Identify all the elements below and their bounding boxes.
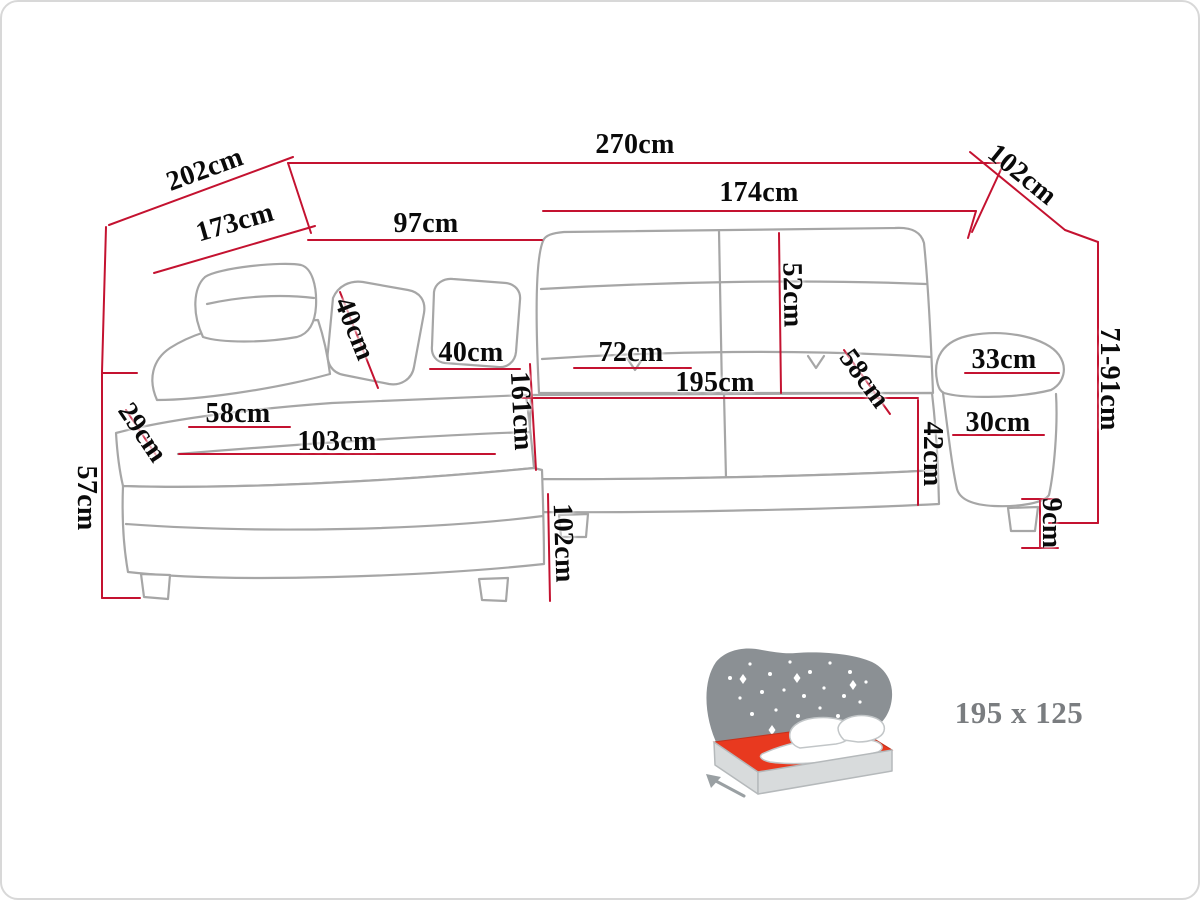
line-52	[778, 232, 782, 394]
dim-label-seat-height-42: 42cm	[917, 421, 948, 487]
line-40-left	[339, 291, 379, 389]
dimension-lines	[101, 151, 1099, 602]
dim-label-height-71-91: 71-91cm	[1094, 327, 1125, 431]
tuft-mark-2	[806, 354, 826, 370]
armrest-pad	[935, 332, 1065, 398]
chaise-headrest	[194, 262, 318, 343]
headrest-seam	[205, 294, 316, 306]
dim-label-back-right-174: 174cm	[719, 177, 799, 208]
sofa-outline	[114, 226, 1065, 603]
sofa-base	[528, 468, 941, 514]
leg-sofa-front	[557, 512, 590, 539]
dim-label-chaise-seat-58: 58cm	[205, 398, 271, 429]
chaise-base-seam	[124, 514, 545, 531]
line-270-ext-left	[287, 162, 312, 234]
backrest-center-seam	[717, 229, 724, 394]
dim-label-leg-height-9: 9cm	[1036, 497, 1067, 549]
dim-label-height-57: 57cm	[71, 465, 102, 531]
sofa-bed-icon	[706, 648, 894, 798]
dim-label-back-left-97: 97cm	[393, 208, 459, 239]
pillow-left	[326, 280, 426, 386]
dim-label-pillow-40-right: 40cm	[438, 337, 504, 368]
backrest-tuft-line	[540, 350, 933, 361]
seat-center-seam	[722, 392, 728, 480]
leg-front-left	[139, 572, 172, 601]
line-174-ext	[967, 210, 977, 239]
line-58-right	[843, 349, 891, 415]
line-102-front	[547, 493, 551, 602]
dim-label-armrest-30: 30cm	[965, 407, 1031, 438]
leg-front-mid	[477, 576, 510, 603]
dim-label-chaise-width-103: 103cm	[297, 426, 377, 457]
pillow-icon-right	[837, 714, 886, 743]
line-102	[969, 151, 1066, 231]
dim-label-seat-width-195: 195cm	[675, 367, 755, 398]
dim-label-backrest-height-52: 52cm	[776, 262, 809, 328]
dim-label-overall-width-270: 270cm	[595, 129, 675, 160]
sleeping-area-label: 195 x 125	[954, 695, 1084, 730]
dim-label-chaise-length-161: 161cm	[503, 370, 540, 452]
line-202-ext	[101, 226, 107, 373]
line-202	[108, 156, 294, 226]
bedding	[759, 714, 886, 765]
backrest-headrest-seam	[539, 280, 928, 291]
stars-icon	[728, 660, 868, 735]
chaise-base	[121, 466, 546, 580]
chaise-back-cushion	[151, 318, 332, 402]
dim-label-armrest-33: 33cm	[971, 344, 1037, 375]
dim-label-front-102: 102cm	[546, 502, 581, 584]
line-29	[125, 409, 159, 459]
pillow-right	[430, 277, 522, 369]
line-173	[153, 225, 316, 274]
armrest-body	[941, 391, 1058, 508]
tuft-mark-1	[625, 356, 645, 372]
line-71-91-ext-top	[1064, 229, 1099, 243]
chaise-seat-seam	[176, 430, 532, 456]
bed-base-front	[757, 749, 893, 795]
leg-armrest	[1006, 505, 1040, 533]
pull-out-arrow-icon	[712, 778, 746, 798]
line-161	[529, 363, 537, 471]
dim-label-seat-depth-72: 72cm	[598, 337, 664, 368]
